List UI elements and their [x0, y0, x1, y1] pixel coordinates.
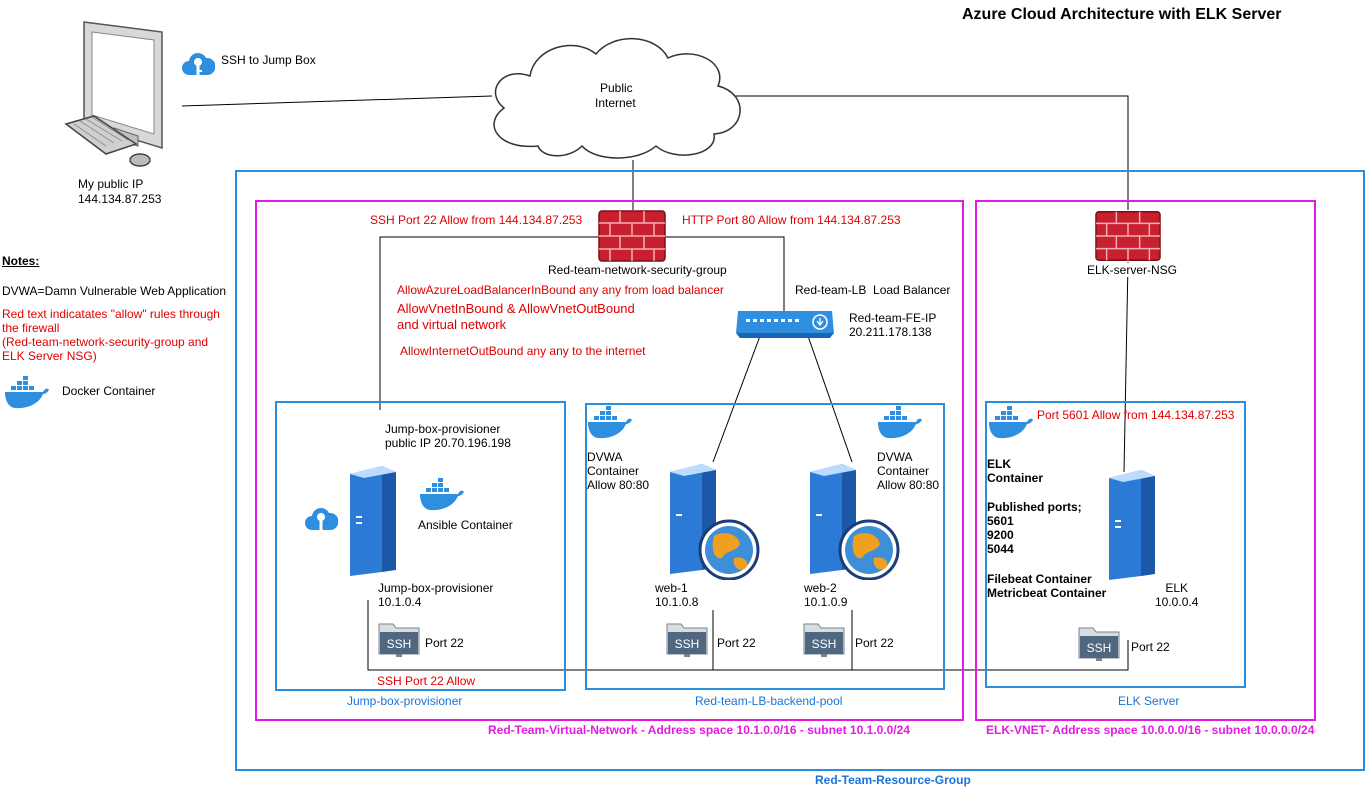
svg-text:SSH: SSH — [675, 637, 700, 651]
elk-server-box — [985, 401, 1246, 688]
globe-icon — [838, 519, 900, 580]
ssh-folder-icon: SSH — [1078, 627, 1120, 661]
svg-text:SSH: SSH — [812, 637, 837, 651]
globe-icon — [698, 519, 760, 580]
rule-internet: AllowInternetOutBound any any to the int… — [400, 344, 646, 358]
jumpbox-name-ip: Jump-box-provisioner 10.1.0.4 — [378, 581, 494, 609]
elk-name-ip: ELK 10.0.0.4 — [1155, 581, 1199, 609]
elk-published-ports: Published ports; 5601 9200 5044 — [987, 500, 1082, 556]
web1-port: Port 22 — [717, 636, 756, 650]
elk-port: Port 22 — [1131, 640, 1170, 654]
lb-to-web2-line — [807, 335, 853, 463]
jumpbox-container-box — [275, 401, 566, 691]
resource-group-box — [235, 170, 1365, 771]
ssh-bus-line — [367, 600, 1129, 671]
elk-server-label: ELK Server — [1118, 694, 1180, 708]
firewall-icon — [598, 210, 666, 262]
cloud-icon — [493, 38, 741, 159]
notes-red-text: Red text indicatates "allow" rules throu… — [2, 307, 220, 363]
ssh-key-icon — [182, 53, 215, 75]
cloud-label-2: Internet — [595, 96, 636, 110]
docker-legend-label: Docker Container — [62, 384, 156, 398]
server-icon — [670, 464, 760, 580]
diagram-title: Azure Cloud Architecture with ELK Server — [962, 6, 1282, 23]
elk-nsg-to-elk-line — [1123, 261, 1129, 473]
ansible-label: Ansible Container — [418, 518, 513, 532]
ssh-legend-label: SSH to Jump Box — [221, 53, 316, 67]
red-vnet-label: Red-Team-Virtual-Network - Address space… — [488, 723, 910, 737]
internet-to-elk-nsg-line — [732, 95, 1129, 210]
docker-icon — [878, 406, 922, 439]
docker-icon — [588, 406, 632, 439]
load-balancer-icon — [736, 311, 834, 338]
ssh-folder-icon: SSH — [378, 623, 420, 657]
lb-fe-ip: Red-team-FE-IP 20.211.178.138 — [849, 311, 937, 339]
notes-heading: Notes: — [2, 254, 40, 268]
server-icon — [1109, 470, 1155, 580]
lb-to-web1-line — [712, 335, 761, 463]
elk-nsg-label: ELK-server-NSG — [1087, 263, 1178, 277]
http-rule: HTTP Port 80 Allow from 144.134.87.253 — [682, 213, 901, 227]
docker-icon — [420, 478, 464, 511]
workstation-to-internet-line — [181, 95, 493, 107]
notes-dvwa: DVWA=Damn Vulnerable Web Application — [2, 284, 227, 298]
web2-port: Port 22 — [855, 636, 894, 650]
elk-port-rule: Port 5601 Allow from 144.134.87.253 — [1037, 408, 1235, 422]
cloud-label-1: Public — [600, 81, 633, 95]
docker-icon — [5, 376, 49, 409]
backend-pool-box — [585, 403, 945, 690]
lb-label: Red-team-LB Load Balancer — [795, 283, 951, 297]
dvwa1-label: DVWA Container Allow 80:80 — [587, 450, 650, 492]
dvwa2-label: DVWA Container Allow 80:80 — [877, 450, 940, 492]
public-ip-value: 144.134.87.253 — [78, 192, 162, 206]
ssh-folder-icon: SSH — [666, 623, 708, 657]
web1-name-ip: web-1 10.1.0.8 — [655, 581, 699, 609]
ssh-folder-icon: SSH — [803, 623, 845, 657]
nsg-to-lb-line — [666, 236, 785, 312]
computer-icon — [64, 21, 163, 167]
ssh-key-icon — [305, 508, 338, 530]
nsg-label: Red-team-network-security-group — [548, 263, 727, 277]
jumpbox-port: Port 22 — [425, 636, 464, 650]
ssh-allow-label: SSH Port 22 Allow — [377, 674, 476, 688]
svg-text:SSH: SSH — [387, 637, 412, 651]
web2-name-ip: web-2 10.1.0.9 — [804, 581, 848, 609]
resource-group-label: Red-Team-Resource-Group — [815, 773, 971, 787]
red-vnet-box — [255, 200, 964, 721]
elk-beats: Filebeat Container Metricbeat Container — [987, 572, 1107, 600]
rule-vnet: AllowVnetInBound & AllowVnetOutBound and… — [397, 301, 635, 332]
backend-pool-label: Red-team-LB-backend-pool — [695, 694, 843, 708]
server-icon — [350, 466, 396, 576]
jumpbox-container-label: Jump-box-provisioner — [347, 694, 463, 708]
jumpbox-header: Jump-box-provisioner public IP 20.70.196… — [385, 422, 511, 450]
ssh-rule: SSH Port 22 Allow from 144.134.87.253 — [370, 213, 583, 227]
server-icon — [810, 464, 900, 580]
firewall-icon — [1095, 211, 1161, 261]
elk-vnet-label: ELK-VNET- Address space 10.0.0.0/16 - su… — [986, 723, 1315, 737]
nsg-to-jumpbox-line — [379, 236, 598, 410]
elk-container-label: ELK Container — [987, 457, 1044, 485]
rule-lb: AllowAzureLoadBalancerInBound any any fr… — [397, 283, 724, 297]
public-ip-label: My public IP — [78, 177, 144, 191]
svg-text:SSH: SSH — [1087, 641, 1112, 655]
elk-vnet-box — [975, 200, 1316, 721]
docker-icon — [989, 406, 1033, 439]
